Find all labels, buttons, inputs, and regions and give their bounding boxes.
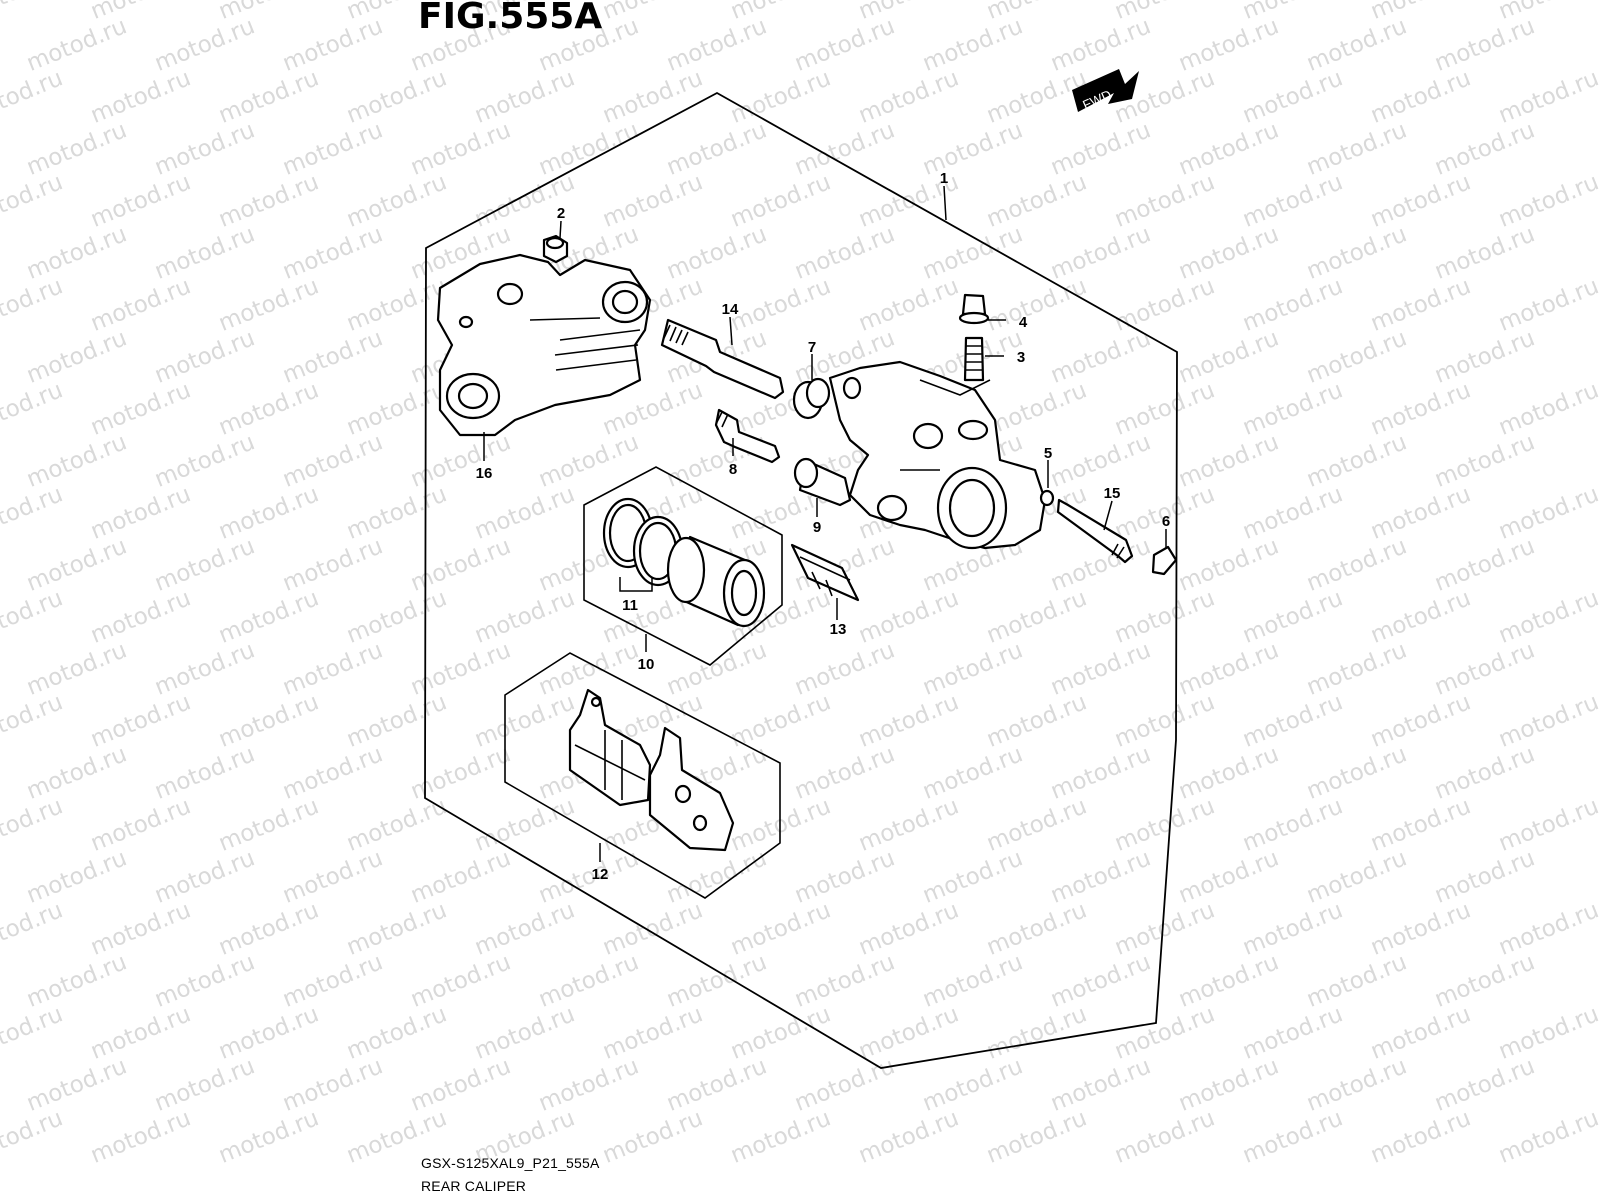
brake-pad-icon xyxy=(568,688,652,807)
caliper-bracket-icon xyxy=(436,253,652,437)
callout-8: 8 xyxy=(729,461,737,478)
callout-10: 10 xyxy=(638,656,655,673)
callout-16: 16 xyxy=(476,465,493,482)
callout-5: 5 xyxy=(1044,445,1052,462)
model-code: GSX-S125XAL9_P21_555A xyxy=(421,1155,600,1171)
callout-9: 9 xyxy=(813,519,821,536)
callout-11: 11 xyxy=(622,597,638,614)
boot-icon xyxy=(793,457,852,507)
section-name: REAR CALIPER xyxy=(421,1178,527,1194)
callout-3: 3 xyxy=(1017,349,1025,366)
callout-15: 15 xyxy=(1104,485,1121,502)
callout-7: 7 xyxy=(808,339,816,356)
bleeder-valve-icon xyxy=(963,336,985,382)
forward-arrow-icon: FWD xyxy=(1072,69,1139,113)
piston-set-outline xyxy=(583,466,783,666)
callout-12: 12 xyxy=(592,866,609,883)
callout-1: 1 xyxy=(940,170,948,187)
callout-4: 4 xyxy=(1019,314,1028,331)
piston-icon xyxy=(666,535,766,628)
brake-pad-set-outline xyxy=(504,652,781,899)
boot-icon xyxy=(792,377,831,420)
callout-2: 2 xyxy=(557,205,565,222)
pad-pin-icon xyxy=(1056,498,1134,564)
pad-spring-icon xyxy=(790,543,860,602)
o-ring-icon xyxy=(1039,489,1055,507)
callout-14: 14 xyxy=(722,301,739,318)
callout-13: 13 xyxy=(830,621,847,638)
brake-pad-icon xyxy=(648,726,735,852)
figure-title: FIG.555A xyxy=(418,0,603,37)
caliper-body-icon xyxy=(828,360,1047,550)
assembly-outline xyxy=(424,91,1178,1069)
pin-icon xyxy=(714,408,781,464)
slide-pin-icon xyxy=(660,318,785,400)
plug-icon xyxy=(1151,545,1178,576)
callout-6: 6 xyxy=(1162,513,1170,530)
leader-lines xyxy=(483,185,1167,862)
bleeder-cap-icon xyxy=(958,293,990,325)
nut-icon xyxy=(542,234,569,264)
